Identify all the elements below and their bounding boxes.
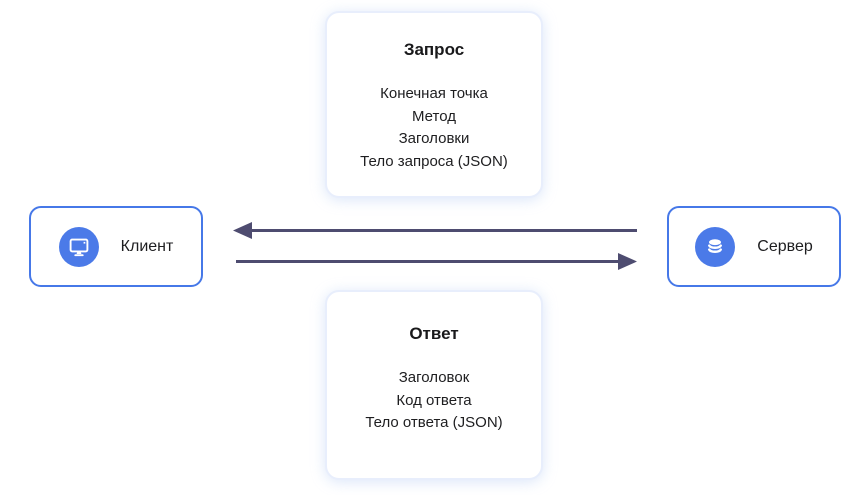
- response-card-title: Ответ: [409, 324, 459, 343]
- request-card-title: Запрос: [403, 40, 465, 59]
- arrow-client-to-server: [236, 253, 637, 270]
- client-node-label: Клиент: [120, 237, 174, 255]
- response-card-items: Заголовок Код ответа Тело ответа (JSON): [327, 367, 541, 435]
- server-node-label: Сервер: [757, 237, 813, 255]
- response-item-body: Тело ответа (JSON): [365, 414, 503, 431]
- response-item-status-code: Код ответа: [396, 391, 472, 409]
- request-card-items: Конечная точка Метод Заголовки Тело запр…: [327, 83, 541, 173]
- arrow-server-to-client: [233, 222, 637, 239]
- server-node: Сервер: [667, 206, 841, 287]
- request-item-endpoint: Конечная точка: [380, 85, 488, 102]
- client-node: Клиент: [29, 206, 203, 287]
- request-card: Запрос Конечная точка Метод Заголовки Те…: [325, 11, 543, 198]
- monitor-icon: [58, 226, 99, 267]
- database-icon: [695, 226, 736, 267]
- request-item-headers: Заголовки: [398, 130, 470, 147]
- response-card: Ответ Заголовок Код ответа Тело ответа (…: [325, 290, 543, 480]
- response-item-header: Заголовок: [398, 369, 470, 386]
- request-item-method: Метод: [412, 107, 456, 125]
- request-item-body: Тело запроса (JSON): [360, 152, 508, 170]
